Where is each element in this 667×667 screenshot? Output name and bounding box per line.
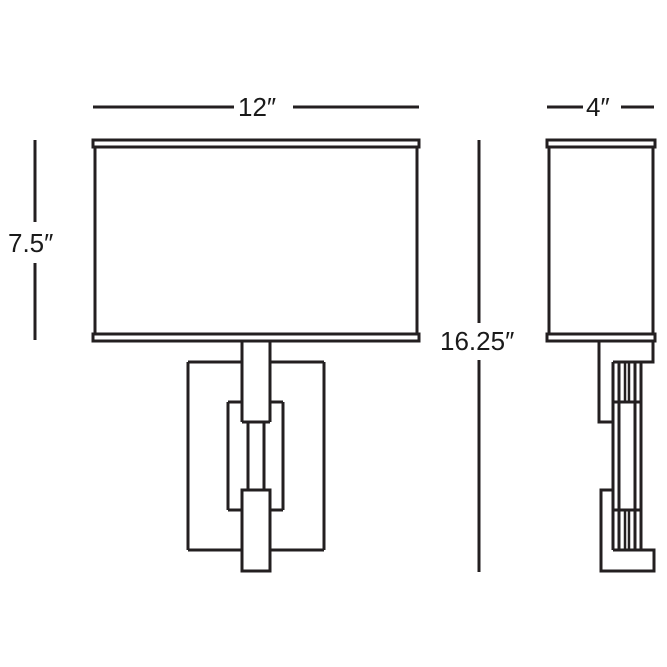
shade-width-label: 12″ <box>238 92 277 122</box>
depth-label: 4″ <box>586 92 610 122</box>
front-view <box>91 138 421 573</box>
front-center-bar <box>246 422 266 490</box>
side-lower-bracket <box>599 488 656 573</box>
side-view <box>545 138 657 573</box>
side-grooves <box>623 362 631 550</box>
side-body <box>611 362 643 550</box>
overall-height-label: 16.25″ <box>440 326 515 356</box>
side-shade <box>545 138 657 343</box>
shade-height-label: 7.5″ <box>8 228 54 258</box>
front-inner-frame <box>226 400 285 512</box>
front-upper-arm <box>240 342 272 424</box>
front-backplate <box>186 360 326 552</box>
side-upper-arm <box>613 342 655 364</box>
side-upper-bracket <box>597 342 613 424</box>
front-shade <box>91 138 421 343</box>
front-lower-block <box>240 488 272 573</box>
